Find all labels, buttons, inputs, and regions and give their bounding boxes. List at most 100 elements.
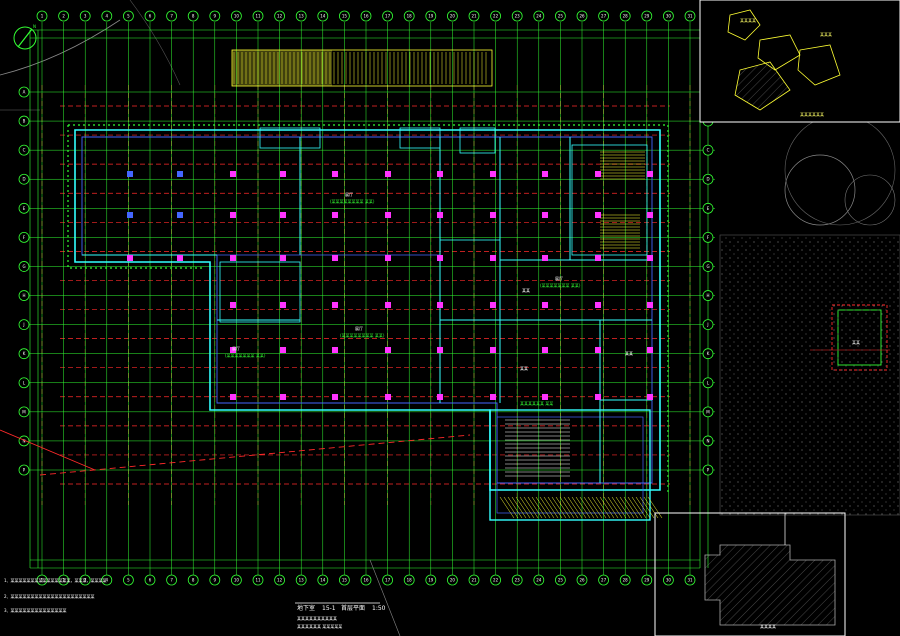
row-grid-bubbles: AABBCCDDEEFFGGHHJJKKLLMMNNPP <box>18 86 714 476</box>
grid-bubble-col: 31 <box>684 10 696 22</box>
column-marker <box>595 394 601 400</box>
grid-row-id: G <box>706 264 709 269</box>
grid-bubble-row: D <box>18 173 30 185</box>
column-marker <box>647 171 653 177</box>
column-marker <box>127 212 133 218</box>
grid-col-id: 18 <box>407 578 413 583</box>
column-marker <box>385 302 391 308</box>
room-main-hall-area: (某某某某某某某某 某某) <box>330 198 375 204</box>
grid-bubble-row: D <box>702 173 714 185</box>
key-plan-label-1: 某某某某 <box>740 17 756 23</box>
column-marker <box>230 255 236 261</box>
grid-bubble-col: 20 <box>446 10 458 22</box>
grid-row-id: K <box>707 351 710 356</box>
column-marker <box>542 171 548 177</box>
grid-bubble-row: N <box>702 435 714 447</box>
room-central-area: (某某某某某某某某 某某) <box>340 332 385 338</box>
grid-col-id: 19 <box>428 14 434 19</box>
title-block: 地下室 15-1 首层平面 1:50 某某某某某某某某某某 某某某某某某 某某某… <box>295 602 386 629</box>
column-marker <box>177 212 183 218</box>
grid-col-id: 27 <box>601 578 607 583</box>
grid-bubble-col: 24 <box>533 10 545 22</box>
grid-col-id: 31 <box>687 578 693 583</box>
grid-row-id: E <box>707 206 710 211</box>
grid-col-id: 5 <box>127 578 130 583</box>
north-label: N <box>33 24 36 29</box>
grid-col-id: 11 <box>255 578 261 583</box>
column-marker <box>542 212 548 218</box>
column-marker <box>332 255 338 261</box>
landscape-hatch <box>719 234 900 516</box>
grid-col-id: 25 <box>558 578 564 583</box>
grid-row-id: M <box>22 409 26 414</box>
column-marker <box>437 255 443 261</box>
grid-bubble-col: 10 <box>230 574 242 586</box>
column-marker <box>177 255 183 261</box>
room-central: 展厅 <box>355 325 363 331</box>
grid-bubble-col: 3 <box>79 574 91 586</box>
grid-col-id: 9 <box>214 578 217 583</box>
column-marker <box>332 171 338 177</box>
note-2: 2、某某某某某某某某某某某某某某某某某某某某某 <box>4 593 95 599</box>
grid-bubble-col: 26 <box>576 574 588 586</box>
grid-bubble-col: 23 <box>511 574 523 586</box>
grid-bubble-row: A <box>18 86 30 98</box>
roof-canopy <box>231 49 493 87</box>
grid-bubble-col: 4 <box>101 10 113 22</box>
column-marker <box>490 394 496 400</box>
room-east-area: (某某某某某某某 某某) <box>540 282 581 288</box>
grid-row-id: A <box>23 90 26 95</box>
grid-bubble-col: 5 <box>122 10 134 22</box>
grid-bubble-row: N <box>18 435 30 447</box>
grid-bubble-col: 9 <box>209 10 221 22</box>
room-west-area: (某某某某某某某 某某) <box>225 352 266 358</box>
column-marker <box>542 394 548 400</box>
column-marker <box>385 347 391 353</box>
grid-bubble-col: 18 <box>403 10 415 22</box>
grid-bubble-row: C <box>702 144 714 156</box>
grid-col-id: 23 <box>515 578 521 583</box>
room-east-3: 某某 <box>625 350 633 356</box>
title-sheet-label: 地下室 <box>297 604 315 612</box>
column-marker <box>230 171 236 177</box>
grid-row-id: P <box>23 468 26 473</box>
note-3: 3、某某某某某某某某某某某某某某 <box>4 607 67 613</box>
grid-bubble-col: 7 <box>166 10 178 22</box>
grid-row-id: K <box>23 351 26 356</box>
grid-bubble-row: H <box>18 290 30 301</box>
grid-bubble-row: G <box>702 261 714 272</box>
column-marker <box>595 302 601 308</box>
annex-label: 某某某某 <box>760 623 776 629</box>
grid-bubble-col: 21 <box>468 574 480 586</box>
column-marker <box>437 394 443 400</box>
column-marker <box>280 302 286 308</box>
grid-bubble-row: C <box>18 144 30 156</box>
grid-bubble-col: 19 <box>425 574 437 586</box>
grid-row-id: B <box>23 119 26 124</box>
grid-bubble-row: P <box>18 464 30 476</box>
column-marker <box>542 302 548 308</box>
grid-bubble-col: 2 <box>58 10 69 22</box>
grid-bubble-row: E <box>702 202 714 214</box>
column-marker <box>332 212 338 218</box>
grid-bubble-col: 2 <box>58 574 69 586</box>
grid-row-id: M <box>706 409 710 414</box>
grid-col-id: 2 <box>62 14 65 19</box>
column-marker <box>280 394 286 400</box>
column-marker <box>230 302 236 308</box>
grid-col-id: 13 <box>299 578 305 583</box>
grid-col-id: 11 <box>255 14 261 19</box>
column-marker <box>385 394 391 400</box>
grid-col-id: 7 <box>170 578 173 583</box>
grid-col-id: 6 <box>149 578 152 583</box>
grid-bubble-col: 16 <box>360 574 372 586</box>
grid-row-id: C <box>707 148 710 153</box>
grid-bubble-col: 26 <box>576 10 588 22</box>
grid-row-id: H <box>22 293 25 298</box>
grid-row-id: F <box>707 235 710 240</box>
grid-bubble-col: 24 <box>533 574 545 586</box>
column-marker <box>490 347 496 353</box>
note-1: 1、某某某某某某某某某某某某某某某，某某某，某某某某 <box>4 577 107 583</box>
key-plan: 某某某某 某某某 某某某某某某 <box>699 0 900 123</box>
grid-col-id: 21 <box>471 14 477 19</box>
